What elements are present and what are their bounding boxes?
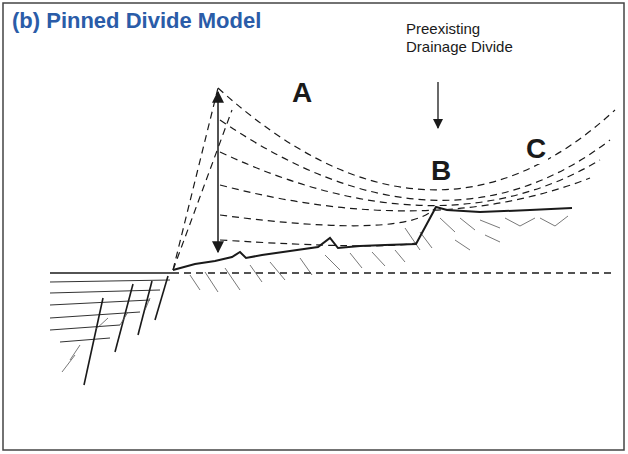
frame	[3, 3, 624, 450]
base-level	[50, 272, 172, 274]
bedrock-hatching	[62, 216, 568, 372]
figure-title: (b) Pinned Divide Model	[12, 8, 261, 34]
normal-faults	[84, 276, 168, 385]
projected-surfaces	[173, 88, 615, 270]
uplift-arrow	[217, 92, 219, 252]
region-letter: C	[524, 134, 548, 164]
base-level-dashed	[172, 272, 612, 274]
basin-strata	[50, 280, 170, 342]
region-letter: A	[290, 78, 314, 108]
topographic-profile	[173, 207, 572, 270]
divide-pointer	[437, 82, 438, 128]
region-letter: B	[429, 156, 453, 186]
divide-label: Preexisting Drainage Divide	[404, 20, 518, 56]
